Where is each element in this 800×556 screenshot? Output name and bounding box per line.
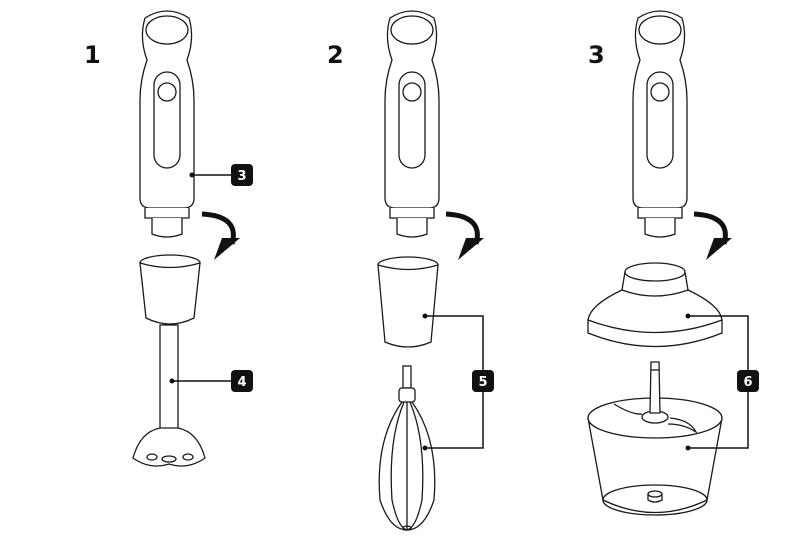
callout-chopper: 6 — [737, 370, 759, 392]
step-number: 2 — [327, 41, 344, 69]
handle-motor-unit — [139, 10, 195, 238]
svg-text:4: 4 — [237, 375, 246, 390]
blender-shaft — [132, 254, 206, 467]
whisk — [378, 365, 436, 531]
svg-text:3: 3 — [237, 169, 246, 184]
rotate-arrow-icon — [202, 214, 240, 260]
step-number: 3 — [588, 41, 605, 69]
callout-whisk: 5 — [472, 370, 494, 392]
svg-text:5: 5 — [478, 375, 487, 390]
chopper-bowl — [587, 361, 723, 516]
step-number: 1 — [84, 41, 101, 69]
whisk-adapter — [377, 256, 439, 348]
rotate-arrow-icon — [694, 214, 732, 260]
rotate-arrow-icon — [446, 214, 484, 260]
chopper-lid — [587, 262, 723, 348]
handle-motor-unit — [384, 10, 440, 238]
callout-blender-shaft: 4 — [231, 370, 253, 392]
svg-text:6: 6 — [743, 375, 752, 390]
handle-motor-unit — [632, 10, 688, 238]
callout-handle: 3 — [231, 164, 253, 186]
